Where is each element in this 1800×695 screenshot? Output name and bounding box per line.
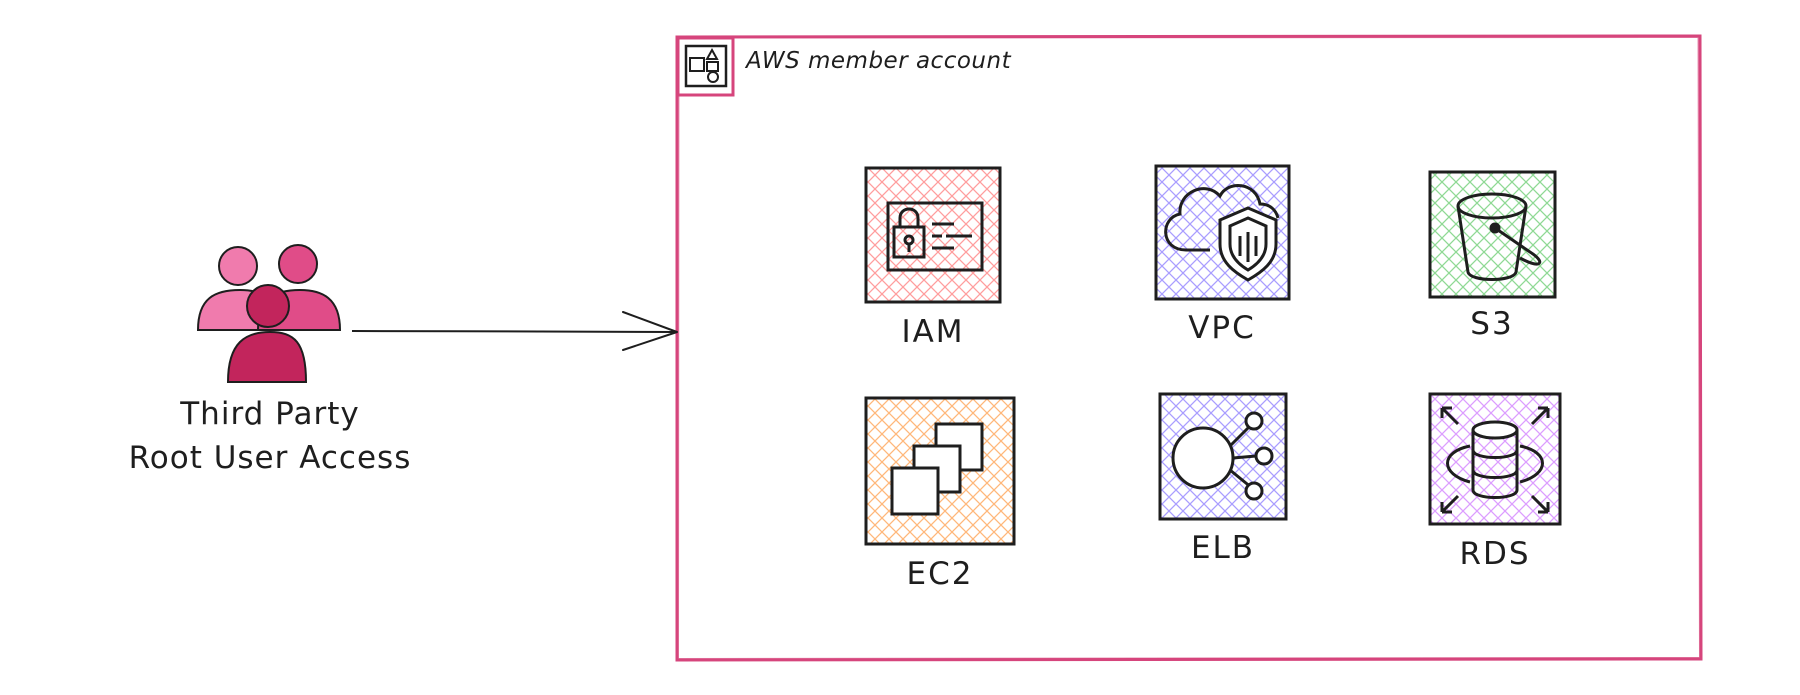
elb-service-icon[interactable] (1158, 392, 1288, 521)
account-title: AWS member account (746, 48, 1012, 74)
iam-id-card-lock-icon (886, 201, 984, 272)
aws-account-boundary (675, 34, 1703, 662)
actor-label-line1: Third Party (180, 396, 360, 432)
ec2-service-icon[interactable] (864, 396, 1016, 546)
service-label-vpc: VPC (1188, 310, 1256, 346)
users-group-icon (196, 244, 342, 383)
service-label-s3: S3 (1470, 306, 1514, 342)
access-arrow (351, 311, 678, 351)
actor-label: Third Party Root User Access (95, 392, 445, 480)
service-label-elb: ELB (1190, 530, 1256, 566)
s3-service-icon[interactable] (1428, 170, 1557, 299)
elb-load-balancer-icon (1171, 411, 1274, 501)
vpc-cloud-shield-icon (1164, 184, 1280, 282)
service-label-rds: RDS (1459, 536, 1531, 572)
iam-service-icon[interactable] (864, 166, 1002, 304)
vpc-service-icon[interactable] (1154, 164, 1291, 301)
service-label-ec2: EC2 (906, 556, 974, 592)
rds-database-icon (1440, 406, 1550, 514)
actor-label-line2: Root User Access (128, 440, 412, 476)
ec2-instances-icon (890, 422, 984, 516)
aws-account-icon (676, 36, 735, 97)
service-label-iam: IAM (901, 314, 965, 350)
rds-service-icon[interactable] (1428, 392, 1562, 526)
s3-bucket-icon (1456, 192, 1542, 281)
